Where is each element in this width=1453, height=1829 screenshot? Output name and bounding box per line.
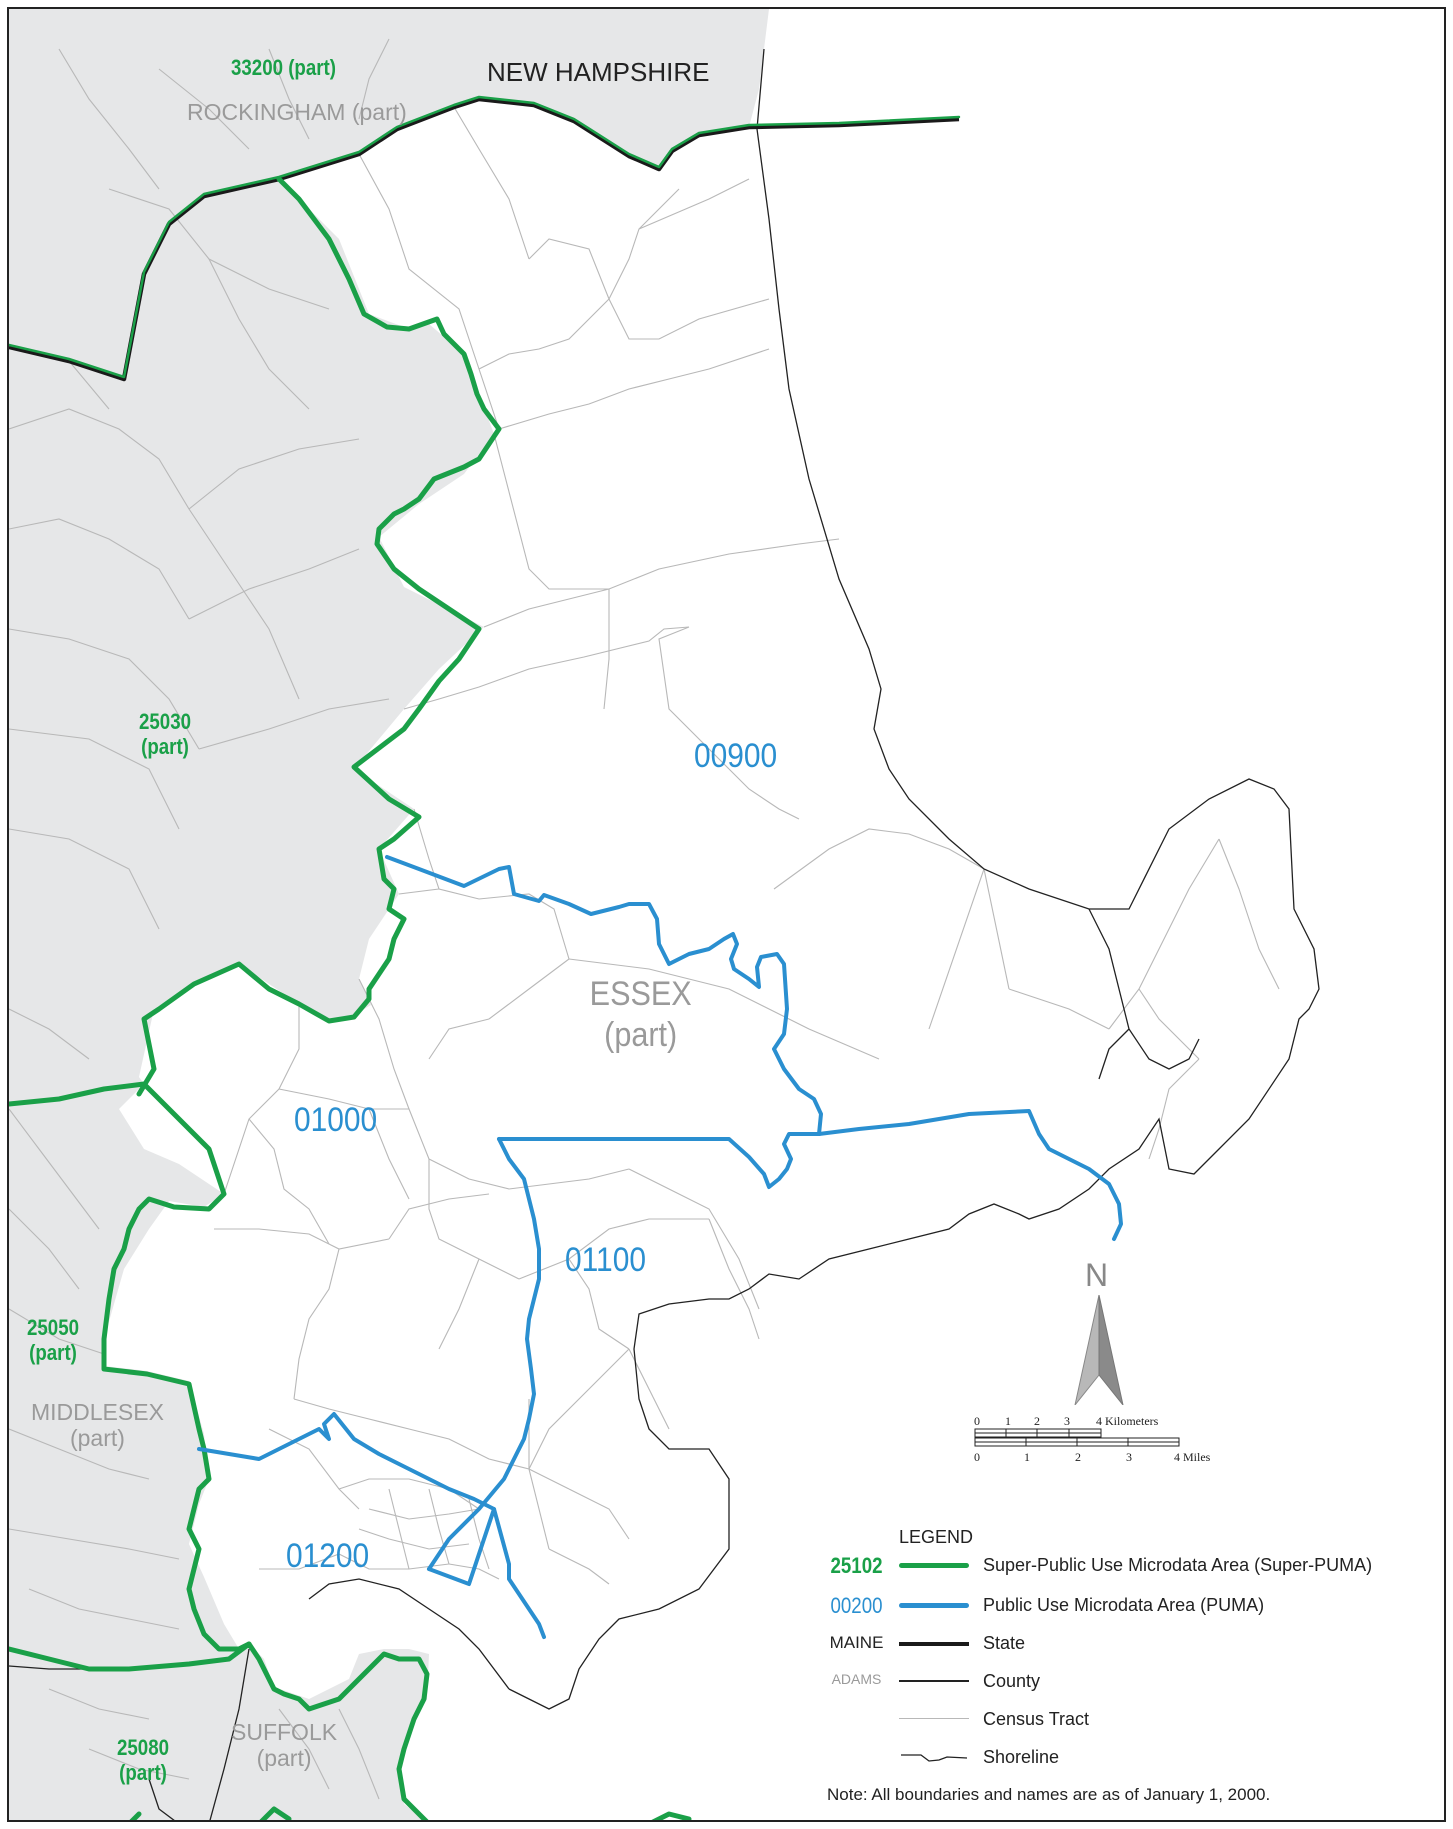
puma-label-01000: 01000 <box>294 1101 378 1139</box>
county-label-middlesex: MIDDLESEX (part) <box>31 1399 164 1452</box>
scale-bar-graphic <box>974 1428 1180 1447</box>
legend-line-census-tract <box>899 1718 969 1719</box>
super-puma-label-25050: 25050 (part) <box>27 1315 79 1366</box>
county-label-middlesex-line2: (part) <box>69 1425 125 1452</box>
super-puma-label-25050-line1: 25050 <box>27 1315 80 1340</box>
map-frame: NEW HAMPSHIRE ROCKINGHAM (part) 33200 (p… <box>7 7 1446 1822</box>
legend-sample-county: ADAMS <box>831 1671 882 1687</box>
north-arrow: N <box>1067 1257 1137 1405</box>
census-tract-lines <box>9 38 1280 1800</box>
legend-sample-puma: 00200 <box>830 1593 883 1618</box>
super-puma-label-25080: 25080 (part) <box>117 1735 169 1786</box>
shoreline <box>9 48 1320 1820</box>
county-label-essex-line1: ESSEX <box>589 975 692 1013</box>
km-tick-2: 2 <box>1034 1414 1040 1428</box>
legend-line-puma <box>899 1603 969 1608</box>
legend: LEGEND 25102 Super-Public Use Microdata … <box>819 1527 1439 1817</box>
puma-label-01100: 01100 <box>565 1241 646 1279</box>
super-puma-boundaries <box>9 95 961 1820</box>
legend-line-shoreline <box>901 1754 968 1762</box>
super-puma-label-25050-line2: (part) <box>29 1340 77 1366</box>
mile-tick-2: 2 <box>1075 1450 1081 1464</box>
legend-text-puma: Public Use Microdata Area (PUMA) <box>983 1595 1265 1615</box>
km-tick-0: 0 <box>974 1414 980 1428</box>
mile-tick-3: 3 <box>1126 1450 1132 1464</box>
legend-item-state: MAINE State <box>819 1633 1439 1663</box>
legend-text-census-tract: Census Tract <box>983 1709 1090 1729</box>
scale-bar: 0 1 2 3 4 Kilometers 0 1 2 3 4 Miles <box>974 1414 1234 1474</box>
super-puma-label-33200: 33200 (part) <box>231 55 336 80</box>
county-label-suffolk-line2: (part) <box>256 1745 312 1772</box>
legend-line-state <box>899 1642 969 1646</box>
legend-line-county <box>899 1680 969 1682</box>
county-label-rockingham: ROCKINGHAM (part) <box>187 99 407 125</box>
legend-note: Note: All boundaries and names are as of… <box>827 1785 1271 1804</box>
legend-sample-state: MAINE <box>829 1633 884 1652</box>
county-label-suffolk-line1: SUFFOLK <box>231 1719 338 1745</box>
mile-tick-4: 4 Miles <box>1174 1450 1211 1464</box>
super-puma-label-25030-line1: 25030 <box>139 709 192 734</box>
legend-item-county: ADAMS County <box>819 1671 1439 1701</box>
km-tick-3: 3 <box>1064 1414 1070 1428</box>
north-arrow-icon <box>1074 1295 1124 1405</box>
legend-item-census-tract: Census Tract <box>819 1709 1439 1739</box>
north-label: N <box>1085 1257 1109 1293</box>
puma-label-01200: 01200 <box>286 1537 370 1575</box>
super-puma-label-25030-line2: (part) <box>141 734 189 760</box>
county-label-essex-line2: (part) <box>604 1015 678 1054</box>
mile-tick-0: 0 <box>974 1450 980 1464</box>
legend-text-county: County <box>983 1671 1041 1691</box>
legend-item-puma: 00200 Public Use Microdata Area (PUMA) <box>819 1593 1439 1623</box>
legend-text-super-puma: Super-Public Use Microdata Area (Super-P… <box>983 1555 1373 1575</box>
super-puma-label-25080-line1: 25080 <box>117 1735 170 1760</box>
legend-item-shoreline: Shoreline <box>819 1747 1439 1777</box>
km-tick-1: 1 <box>1005 1414 1011 1428</box>
map-canvas <box>9 9 1320 1820</box>
super-puma-label-25030: 25030 (part) <box>139 709 191 760</box>
legend-line-super-puma <box>899 1563 969 1568</box>
legend-text-state: State <box>983 1633 1026 1653</box>
super-puma-label-25080-line2: (part) <box>119 1760 167 1786</box>
legend-title: LEGEND <box>899 1527 974 1547</box>
county-label-essex: ESSEX (part) <box>584 974 697 1056</box>
km-tick-4: 4 Kilometers <box>1096 1414 1159 1428</box>
puma-label-00900: 00900 <box>694 737 778 775</box>
county-label-suffolk: SUFFOLK (part) <box>231 1719 337 1772</box>
legend-sample-super-puma: 25102 <box>830 1553 883 1578</box>
puma-boundaries <box>197 855 1123 1639</box>
state-label-new-hampshire: NEW HAMPSHIRE <box>487 57 710 87</box>
mile-tick-1: 1 <box>1024 1450 1030 1464</box>
legend-item-super-puma: 25102 Super-Public Use Microdata Area (S… <box>819 1553 1439 1583</box>
legend-text-shoreline: Shoreline <box>983 1747 1060 1767</box>
county-label-middlesex-line1: MIDDLESEX <box>31 1399 164 1425</box>
